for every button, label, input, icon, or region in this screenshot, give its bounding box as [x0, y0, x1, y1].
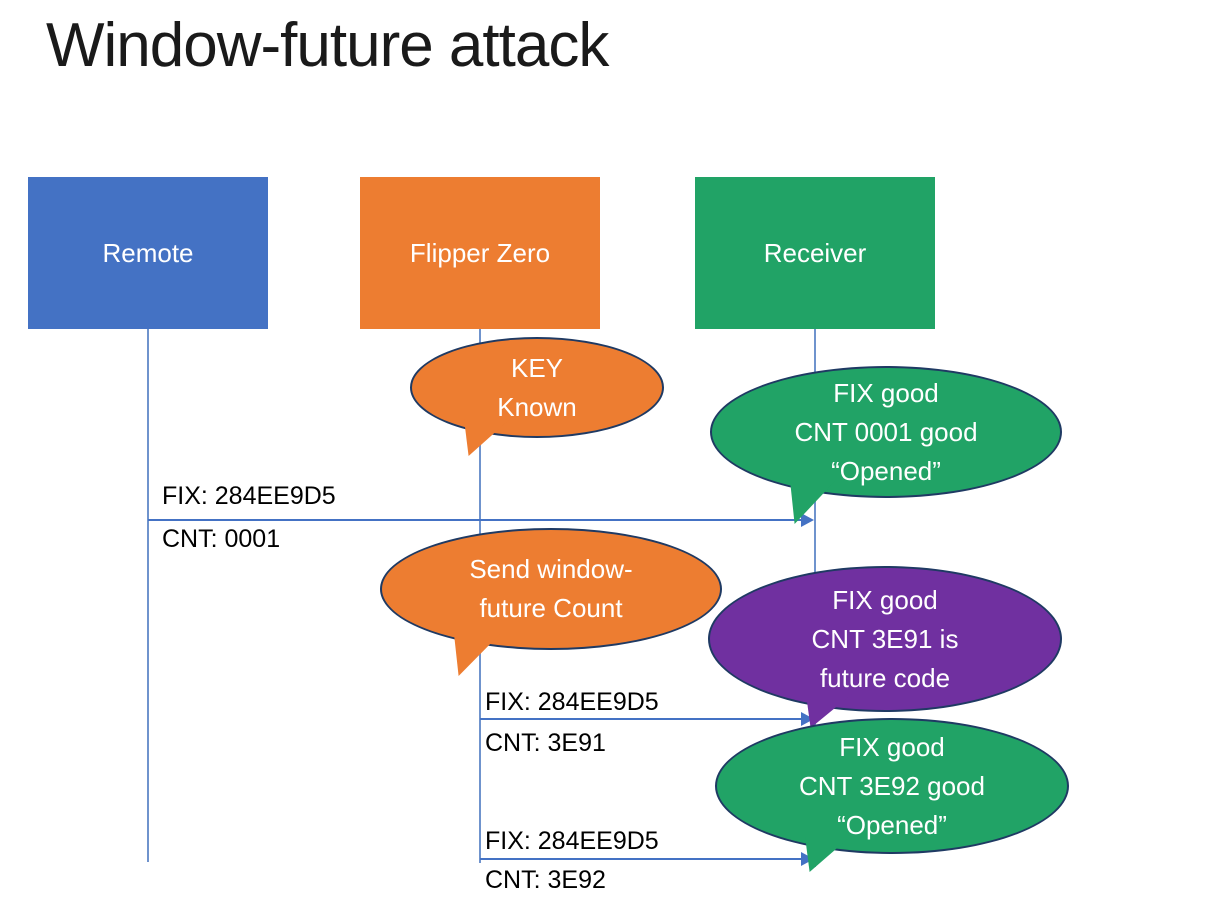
callout-send-window-future-tail	[454, 634, 500, 676]
actor-label-flipper-zero: Flipper Zero	[409, 237, 551, 268]
callout-line: Send window-	[469, 554, 633, 584]
actor-box-flipper-zero: Flipper Zero	[360, 177, 600, 329]
message1-arrow-line	[148, 519, 802, 521]
message1-arrowhead	[801, 513, 814, 527]
callout-line: future Count	[479, 593, 623, 623]
callout-line: KEY	[510, 352, 564, 383]
message2-cnt-label: CNT: 3E91	[485, 729, 606, 757]
message1-cnt-label: CNT: 0001	[162, 525, 281, 553]
callout-line: “Opened”	[831, 455, 941, 486]
callout-key-known: KEY Known	[410, 337, 664, 456]
callout-line: FIX good	[832, 584, 938, 615]
callout-line: FIX good	[839, 731, 945, 762]
message3-fix-label: FIX: 284EE9D5	[485, 827, 659, 855]
callout-send-window-future: Send window- future Count	[380, 528, 722, 676]
callout-cnt-3e92-good: FIX good CNT 3E92 good “Opened”	[715, 718, 1069, 872]
actor-box-receiver: Receiver	[695, 177, 935, 329]
callout-cnt-3e91-future: FIX good CNT 3E91 is future code	[708, 566, 1062, 728]
actor-label-receiver: Receiver	[763, 237, 867, 268]
message3-cnt-label: CNT: 3E92	[485, 866, 606, 894]
lifeline-remote	[147, 329, 149, 862]
callout-line: Known	[497, 391, 577, 422]
message1-fix-label: FIX: 284EE9D5	[162, 482, 336, 510]
callout-line: CNT 3E92 good	[799, 770, 985, 801]
page-title: Window-future attack	[46, 11, 609, 80]
message3-arrow-line	[480, 858, 802, 860]
callout-line: CNT 0001 good	[794, 416, 978, 447]
message2-arrow-line	[480, 718, 802, 720]
callout-line: CNT 3E91 is	[811, 623, 959, 654]
message2-fix-label: FIX: 284EE9D5	[485, 688, 659, 716]
callout-line: “Opened”	[837, 809, 947, 840]
actor-box-remote: Remote	[28, 177, 268, 329]
callout-line: FIX good	[833, 377, 939, 408]
callout-line: future code	[819, 662, 951, 693]
actor-label-remote: Remote	[102, 237, 194, 268]
callout-cnt-0001-good: FIX good CNT 0001 good “Opened”	[710, 366, 1062, 524]
